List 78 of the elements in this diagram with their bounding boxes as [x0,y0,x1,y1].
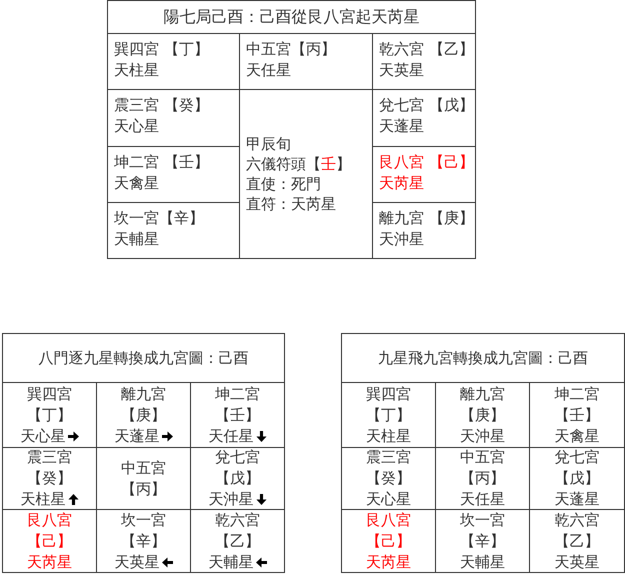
table-title: 陽七局己酉：己酉從艮八宮起天芮星 [164,6,420,28]
palace-name: 兌七宮 [554,448,600,466]
star-name: 天蓬星 [554,490,600,508]
star-name: 天芮星 [379,174,424,192]
star-name: 天英星 [114,552,160,570]
palace-name: 乾六宮 [215,510,260,528]
palace-label: 巽四宮 【丁】 [114,40,209,58]
star-name: 天柱星 [20,490,66,508]
palace-name: 離九宮 [460,384,505,402]
stem-label: 【乙】 [554,532,600,550]
star-name: 天任星 [208,426,254,444]
palace-name: 坤二宮 [554,384,600,402]
stem-label: 【丁】 [366,406,411,424]
stem-label: 【癸】 [27,469,72,487]
info-text: 直符：天芮星 [246,195,336,213]
palace-name: 艮八宮 [27,510,72,528]
stem-label: 【辛】 [121,532,166,550]
star-name: 天任星 [246,61,291,79]
palace-label: 震三宮 【癸】 [114,96,209,114]
star-name: 天蓬星 [379,117,424,135]
palace-label: 離九宮 【庚】 [379,209,474,227]
star-name: 天芮星 [366,552,411,570]
star-name: 天輔星 [460,552,505,570]
star-name: 天柱星 [366,426,411,444]
palace-label: 艮八宮 【己】 [379,153,474,171]
stem-label: 【己】 [27,532,72,550]
palace-label: 中五宮【丙】 [246,40,336,58]
stem-label: 【乙】 [215,532,260,550]
star-name: 天心星 [114,117,159,135]
palace-name: 坎一宮 [460,510,505,528]
stem-label: 【庚】 [121,406,166,424]
star-name: 天蓬星 [114,426,160,444]
stem-label: 【戊】 [554,469,600,487]
star-name: 天輔星 [114,230,159,248]
palace-name: 震三宮 [366,448,411,466]
stem-label: 【辛】 [460,532,505,550]
stem-label: 【丙】 [121,480,166,498]
star-name: 天芮星 [27,552,72,570]
star-name: 天柱星 [114,61,159,79]
palace-name: 中五宮 [460,448,505,466]
star-name: 天禽星 [114,174,159,192]
palace-name: 艮八宮 [366,510,411,528]
star-name: 天沖星 [460,426,505,444]
palace-name: 坎一宮 [121,510,166,528]
star-name: 天沖星 [379,230,424,248]
palace-name: 巽四宮 [27,384,72,402]
star-name: 天英星 [554,552,600,570]
palace-label: 乾六宮 【乙】 [379,40,474,58]
star-name: 天英星 [379,61,424,79]
palace-label: 坤二宮 【壬】 [114,153,209,171]
palace-name: 兌七宮 [215,448,260,466]
stem-label: 【庚】 [460,406,505,424]
stem-label: 【己】 [366,532,411,550]
info-text: 直使：死門 [246,175,321,193]
star-name: 天禽星 [554,426,600,444]
stem-label: 【丙】 [460,469,505,487]
star-name: 天輔星 [208,552,254,570]
stem-label: 【丁】 [27,406,72,424]
palace-label: 兌七宮 【戊】 [379,96,474,114]
palace-name: 離九宮 [121,384,166,402]
stem-label: 【壬】 [215,406,260,424]
table-title: 九星飛九宮轉換成九宮圖：己酉 [378,348,588,368]
star-name: 天沖星 [208,490,254,508]
palace-name: 坤二宮 [215,384,260,402]
star-name: 天心星 [366,490,411,508]
palace-label: 坎一宮【辛】 [114,209,204,227]
star-name: 天心星 [20,426,66,444]
stem-label: 【癸】 [366,469,411,487]
table-title: 八門逐九星轉換成九宮圖：己酉 [38,348,248,368]
palace-name: 巽四宮 [366,384,411,402]
stem-label: 【壬】 [554,406,600,424]
info-text: 甲辰旬 [246,135,291,153]
palace-name: 乾六宮 [554,510,600,528]
info-text: 六儀符頭【壬】 [246,155,351,173]
star-name: 天任星 [460,490,505,508]
palace-name: 中五宮 [121,458,166,476]
palace-name: 震三宮 [27,448,72,466]
stem-label: 【戊】 [215,469,260,487]
